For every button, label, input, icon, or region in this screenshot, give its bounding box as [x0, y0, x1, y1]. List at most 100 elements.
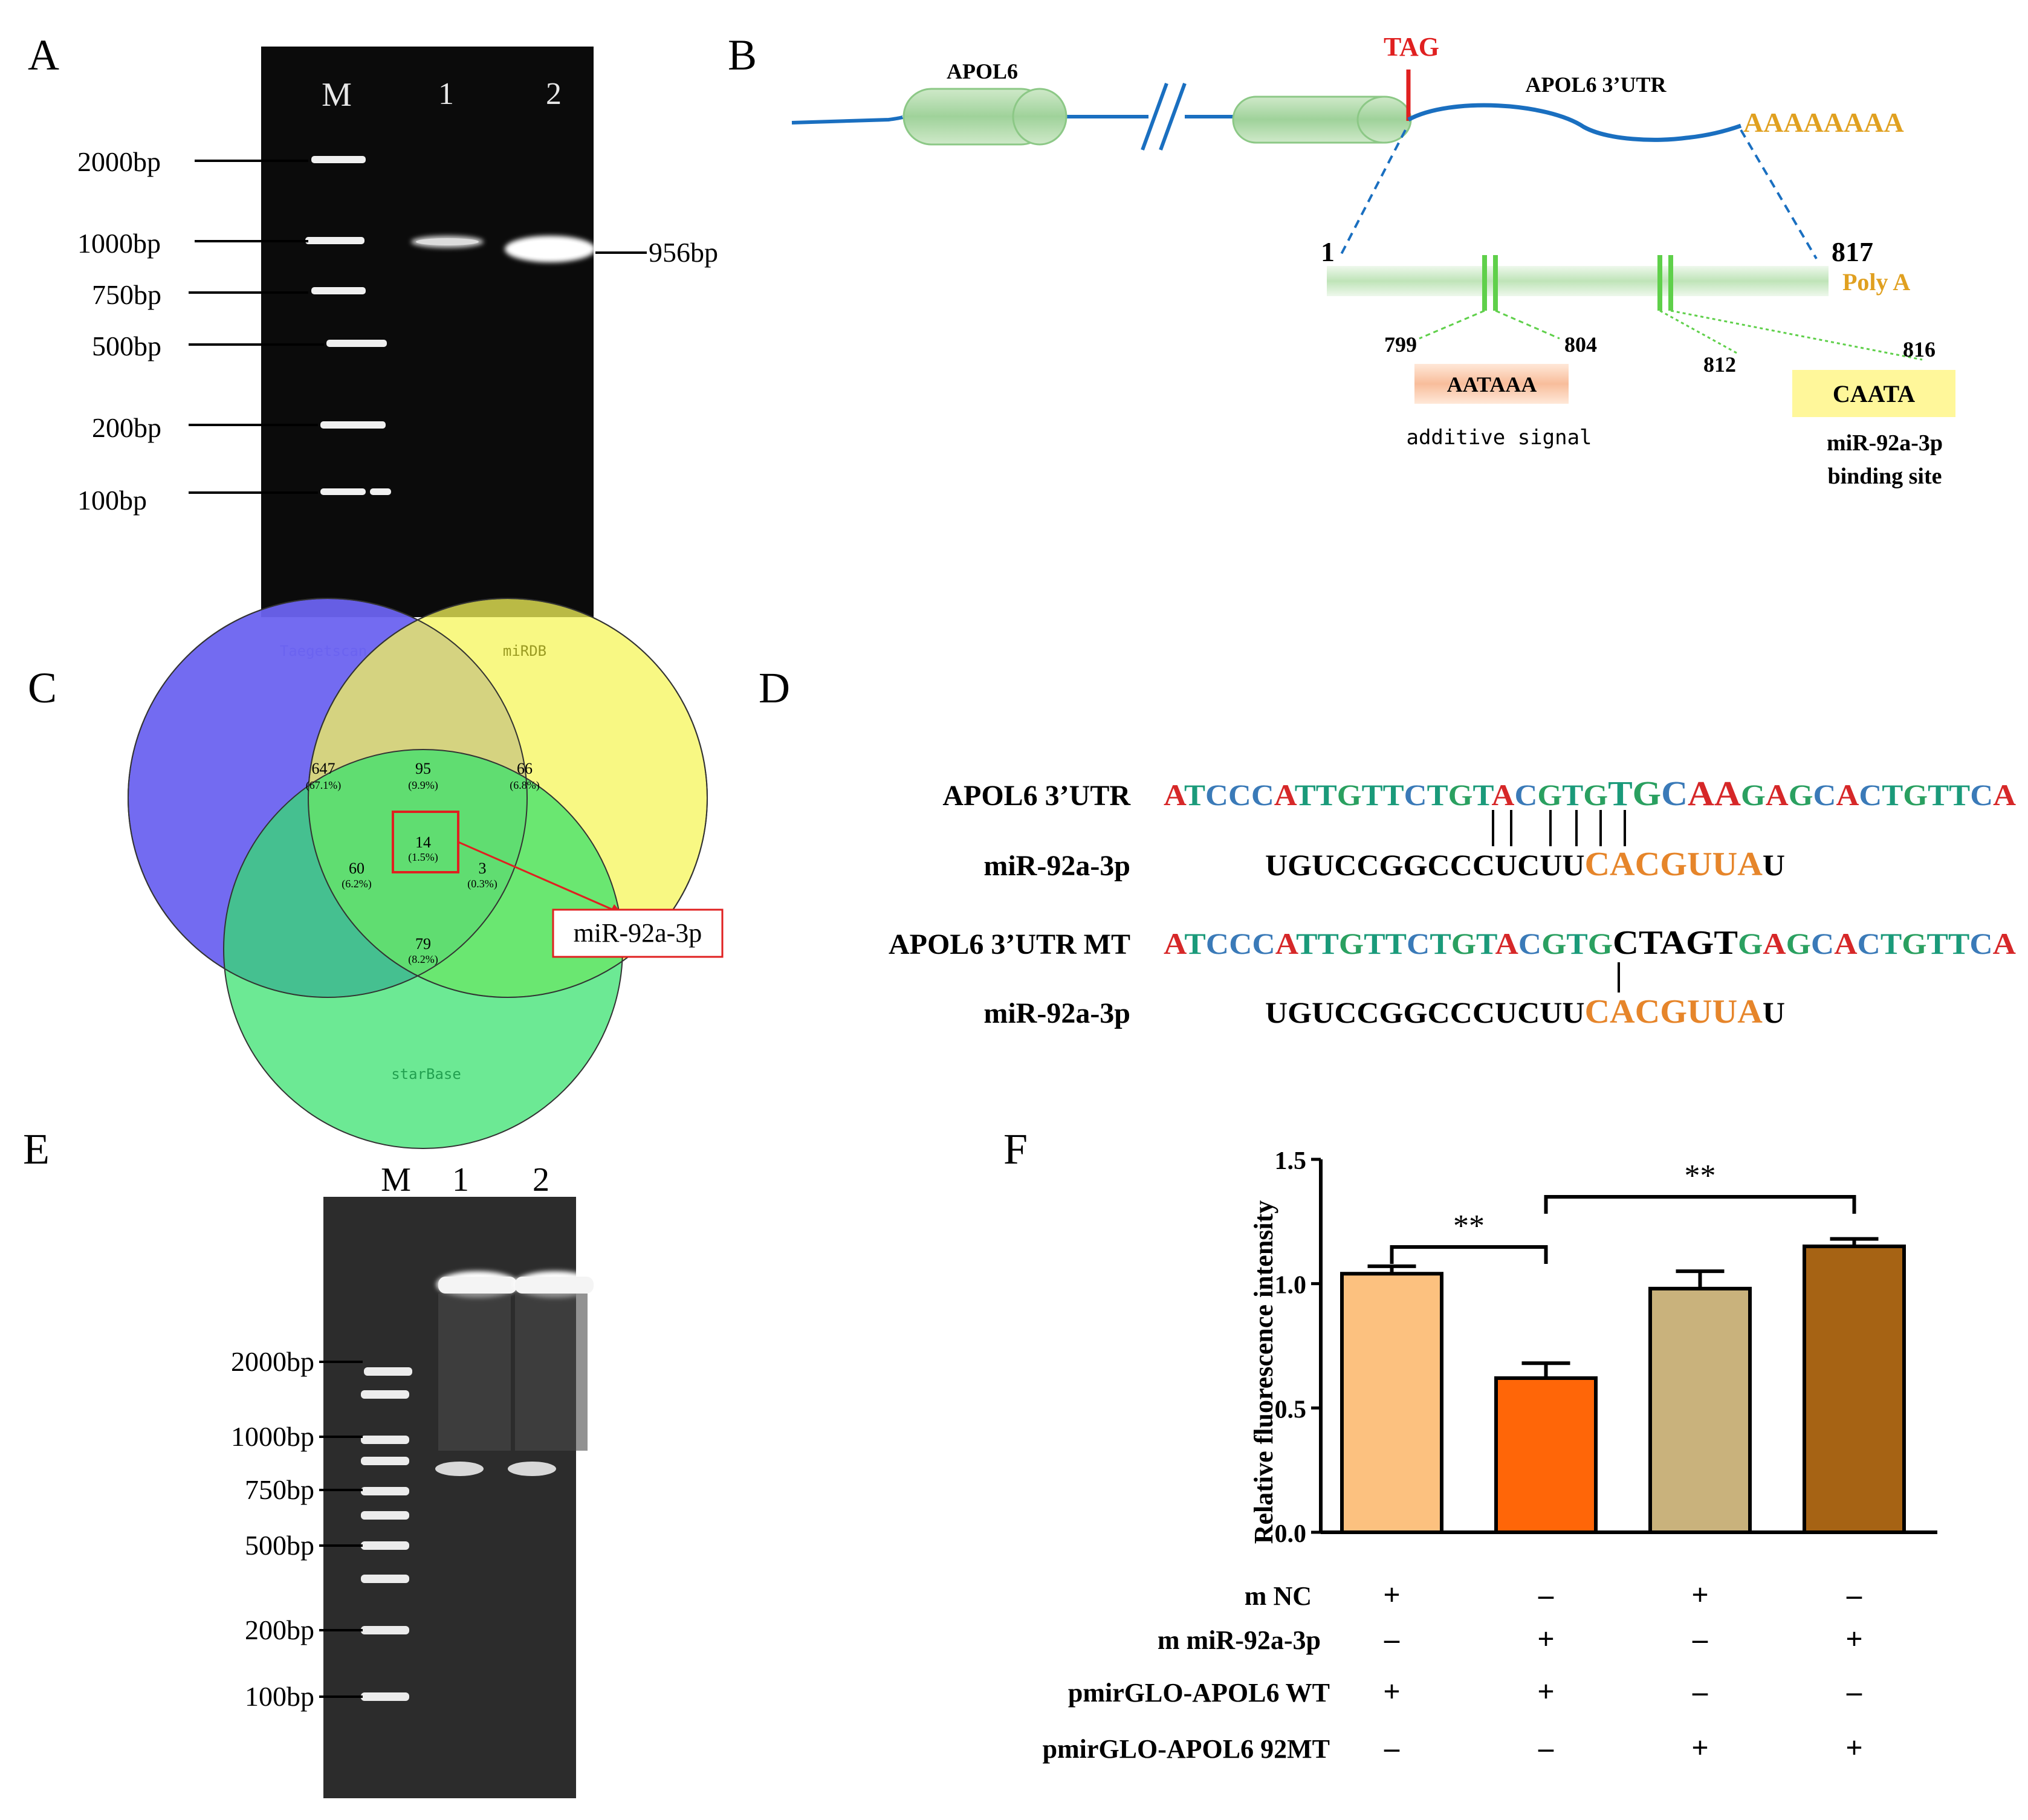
- panel-a: A M 1 2 2000bp 1000bp 750bp: [28, 31, 718, 617]
- sequence-text: ATCCCATTGTTCTGTACGTGTGCAAGAGCACTGTTCA: [1164, 774, 2016, 813]
- signal-start: 799: [1384, 332, 1417, 357]
- condition-sign: +: [1845, 1731, 1863, 1764]
- utr-label: APOL6 3’UTR: [1526, 73, 1667, 97]
- svg-text:647: 647: [312, 760, 335, 777]
- condition-labels: m NC m miR-92a-3p pmirGLO-APOL6 WT pmirG…: [1043, 1581, 1330, 1764]
- condition-sign: –: [1846, 1578, 1862, 1611]
- significance-bracket: [1544, 1195, 1856, 1214]
- marker-200-a: 200bp: [92, 412, 161, 443]
- bar: [1648, 1286, 1752, 1534]
- sequence-text: UGUCCGGCCCUCUUCACGUUAU: [1265, 993, 1785, 1031]
- set-label-taegetscan: Taegetscan: [280, 643, 368, 659]
- marker-100-e: 100bp: [245, 1681, 314, 1712]
- lane-label-m-e: M: [381, 1161, 411, 1199]
- bar-chart: 0.00.51.01.5****+–+––+–+++––––++: [1275, 1147, 1937, 1764]
- signal-seq: AATAAA: [1447, 372, 1537, 397]
- lane-label-1: 1: [438, 77, 454, 111]
- exon-cylinder-2: [1232, 96, 1412, 144]
- lane-label-2: 2: [546, 77, 562, 111]
- utr-start: 1: [1321, 236, 1335, 267]
- condition-label-92mt: pmirGLO-APOL6 92MT: [1043, 1734, 1330, 1764]
- y-tick-label: 0.5: [1275, 1396, 1307, 1423]
- condition-label-wt: pmirGLO-APOL6 WT: [1068, 1678, 1330, 1708]
- seq-label-wt: APOL6 3’UTR: [942, 780, 1131, 812]
- condition-sign: +: [1691, 1578, 1709, 1611]
- y-tick-label: 1.5: [1275, 1147, 1307, 1175]
- svg-text:60: 60: [349, 860, 364, 877]
- marker-labels-e: 2000bp 1000bp 750bp 500bp 200bp 100bp: [231, 1346, 363, 1712]
- panel-f-label: F: [1003, 1125, 1028, 1173]
- svg-text:(6.2%): (6.2%): [342, 878, 371, 890]
- panel-d: D APOL6 3’UTR miR-92a-3p APOL6 3’UTR MT …: [759, 664, 2016, 1031]
- significance-label: **: [1453, 1209, 1485, 1243]
- condition-sign: –: [1384, 1731, 1400, 1764]
- svg-text:(0.3%): (0.3%): [467, 878, 497, 890]
- condition-label-mnc: m NC: [1245, 1581, 1312, 1611]
- marker-750-a: 750bp: [92, 279, 161, 310]
- marker-2000-e: 2000bp: [231, 1346, 314, 1377]
- marker-500-e: 500bp: [245, 1530, 314, 1561]
- condition-sign: –: [1692, 1674, 1708, 1708]
- panel-b: B APOL6 TAG APOL6 3’UTR AAAAAAAA 1 817: [728, 31, 1955, 489]
- site-desc-1: miR-92a-3p: [1827, 430, 1943, 456]
- svg-text:14: 14: [415, 834, 431, 851]
- panel-f: F Relative fluorescence intensity 0.0 0.5…: [1003, 1125, 1937, 1764]
- signal-box: [1414, 364, 1569, 404]
- lane-label-m: M: [322, 76, 352, 114]
- stop-codon-label: TAG: [1384, 32, 1439, 62]
- product-size-label: 956bp: [649, 237, 718, 268]
- condition-sign: +: [1383, 1674, 1401, 1708]
- significance-bracket: [1390, 1245, 1548, 1264]
- lane-label-2-e: 2: [533, 1161, 549, 1199]
- site-end: 816: [1903, 337, 1936, 361]
- marker-750-e: 750bp: [245, 1474, 314, 1505]
- panel-b-label: B: [728, 31, 757, 79]
- significance-label: **: [1685, 1159, 1716, 1193]
- callout-label: miR-92a-3p: [574, 918, 702, 948]
- y-axis-label: Relative fluorescence intensity: [1249, 1200, 1278, 1544]
- marker-1000-e: 1000bp: [231, 1421, 314, 1452]
- svg-text:(1.5%): (1.5%): [408, 851, 438, 864]
- svg-text:66: 66: [517, 760, 533, 777]
- sequence-text: UGUCCGGCCCUCUUCACGUUAU: [1265, 846, 1785, 883]
- polya-label: Poly A: [1842, 268, 1910, 296]
- condition-sign: –: [1692, 1622, 1708, 1656]
- sample-bands-e: [435, 1271, 596, 1476]
- polya-tail: AAAAAAAA: [1743, 107, 1904, 138]
- sample-bands-a: [411, 236, 595, 262]
- site-desc-2: binding site: [1827, 464, 1942, 489]
- bar: [1494, 1376, 1598, 1535]
- condition-sign: +: [1537, 1674, 1555, 1708]
- sequence-rows: ATCCCATTGTTCTGTACGTGTGCAAGAGCACTGTTCA UGU…: [1164, 774, 2016, 1031]
- svg-text:3: 3: [479, 860, 487, 877]
- y-tick-label: 1.0: [1275, 1272, 1307, 1300]
- panel-c: C Taegetscan miRDB starBase 647 (67.1%) …: [28, 598, 724, 1149]
- marker-bands-a: [305, 156, 391, 495]
- marker-bands-e: [361, 1367, 412, 1701]
- seq-label-mir-1: miR-92a-3p: [983, 850, 1130, 882]
- callout-box: [552, 908, 724, 958]
- site-seq: CAATA: [1833, 380, 1915, 407]
- venn-region-counts: 647 (67.1%) 95 (9.9%) 66 (6.8%) 14 (1.5%…: [306, 760, 540, 966]
- panel-a-label: A: [28, 31, 59, 79]
- sequence-text: ATCCCATTGTTCTGTACGTGCTAGTGAGCACTGTTCA: [1164, 924, 2016, 962]
- panel-d-label: D: [759, 664, 790, 712]
- condition-sign: –: [1538, 1578, 1554, 1611]
- y-tick-label: 0.0: [1275, 1520, 1307, 1548]
- condition-sign: +: [1537, 1622, 1555, 1656]
- signal-desc: additive signal: [1406, 426, 1592, 450]
- svg-text:(67.1%): (67.1%): [306, 779, 341, 792]
- pairing-lines: [1492, 810, 1626, 993]
- panel-e-label: E: [23, 1125, 50, 1173]
- svg-text:79: 79: [415, 935, 431, 953]
- signal-end: 804: [1564, 332, 1597, 357]
- svg-text:(9.9%): (9.9%): [408, 779, 438, 792]
- condition-sign: –: [1384, 1622, 1400, 1656]
- set-label-mirdb: miRDB: [503, 643, 546, 659]
- svg-text:95: 95: [415, 760, 431, 777]
- gene-label: APOL6: [947, 59, 1018, 83]
- utr-curve: [1407, 103, 1742, 142]
- exon-cylinder-1: [902, 88, 1067, 146]
- site-start: 812: [1703, 352, 1736, 377]
- condition-sign: –: [1846, 1674, 1862, 1708]
